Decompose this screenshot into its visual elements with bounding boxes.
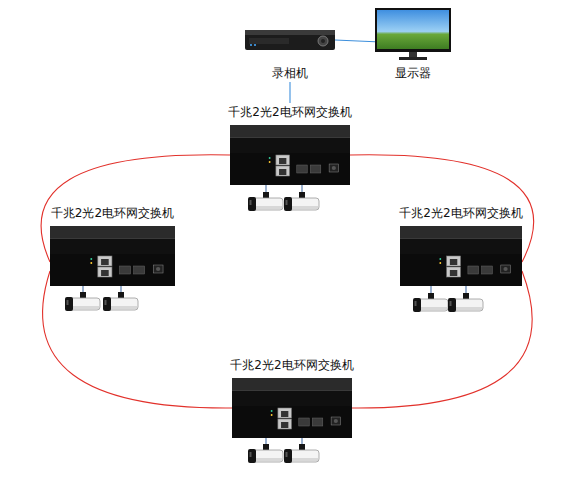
node-label: 千兆2光2电环网交换机 [227,103,352,121]
switch-node: 千兆2光2电环网交换机 [48,204,178,286]
switch-node: 千兆2光2电环网交换机 [396,204,526,286]
node-label: 千兆2光2电环网交换机 [229,356,354,374]
device-body [50,226,175,286]
recorder-node: 录相机 [242,30,338,82]
node-label: 千兆2光2电环网交换机 [398,204,523,222]
device-body [232,378,352,438]
node-label: 显示器 [394,64,432,82]
device-body [400,226,522,286]
connector [289,82,290,103]
switch-node: 千兆2光2电环网交换机 [225,103,355,185]
connector [335,40,375,42]
node-label: 千兆2光2电环网交换机 [50,204,175,222]
node-label: 录相机 [271,64,309,82]
switch-node: 千兆2光2电环网交换机 [227,356,357,438]
monitor-node: 显示器 [374,8,452,82]
camera-wires [83,185,466,445]
device-body [230,125,350,185]
device-body [375,8,451,60]
connector [43,271,232,408]
device-body [245,30,335,50]
connector [352,271,532,408]
